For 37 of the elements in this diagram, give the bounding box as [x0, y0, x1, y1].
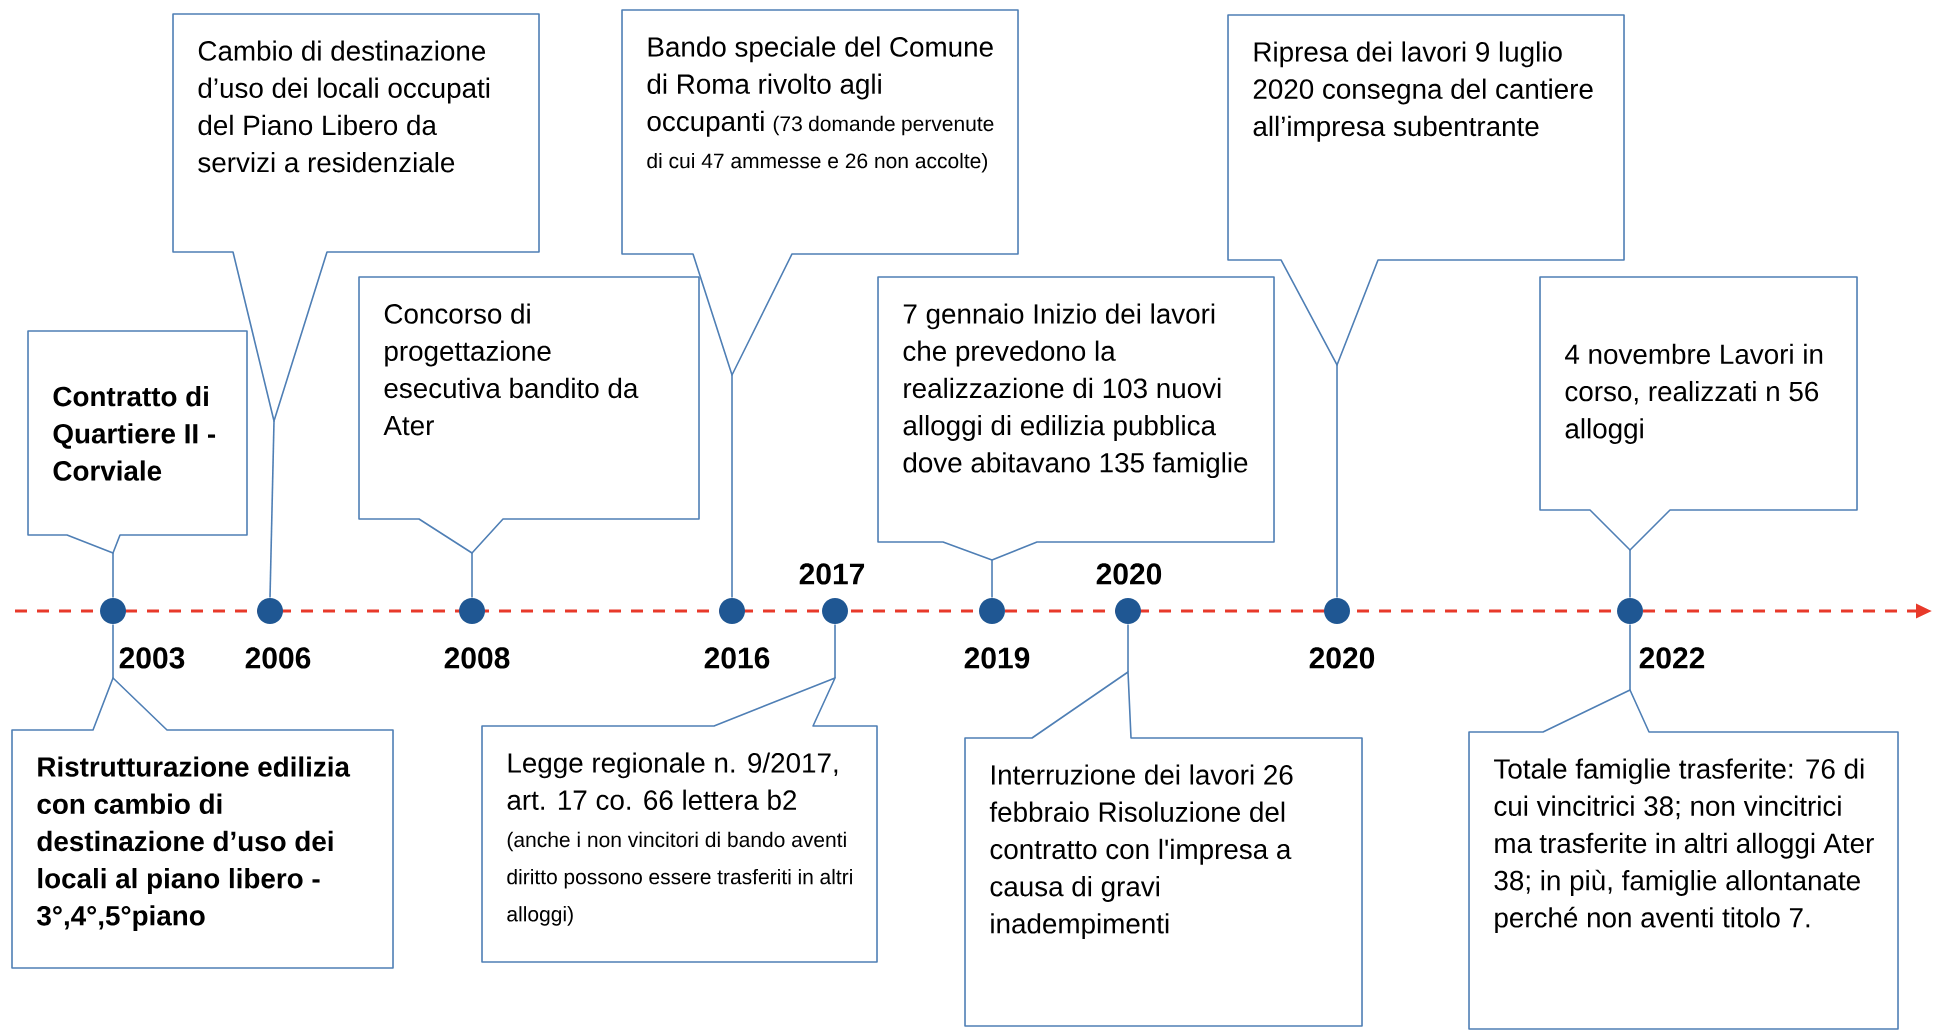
callout-box: Concorso di progettazione esecutiva bandito da Ater	[358, 276, 700, 554]
leader-line	[1629, 549, 1631, 599]
year-label: 2022	[1639, 647, 1705, 669]
callout-box: 4 novembre Lavori in corso, realizzati n 56 alloggi	[1539, 276, 1858, 551]
timeline-dot	[257, 598, 283, 624]
leader-line	[112, 623, 114, 679]
timeline-dot	[822, 598, 848, 624]
timeline-dot	[719, 598, 745, 624]
leader-line	[1629, 623, 1631, 691]
leader-line	[1127, 623, 1129, 673]
timeline-dot	[1617, 598, 1643, 624]
leader-line	[471, 552, 473, 599]
callout-box: 7 gennaio Inizio dei lavori che prevedono la realizzazione di 103 nuovi alloggi di edilizia pubblica dove abitavano 135 famiglie	[877, 276, 1275, 561]
timeline-dot	[979, 598, 1005, 624]
year-label: 2017	[799, 563, 865, 585]
year-label: 2020	[1096, 563, 1162, 585]
leader-line	[1336, 364, 1338, 599]
leader-line	[269, 420, 275, 599]
callout-box: Ristrutturazione edilizia con cambio di destinazione d’uso dei locali al piano libero - 3°,4°,5°piano	[11, 677, 394, 969]
leader-line	[991, 559, 993, 599]
leader-line	[731, 374, 733, 599]
leader-line	[112, 552, 114, 599]
year-label: 2016	[704, 647, 770, 669]
year-label: 2008	[444, 647, 510, 669]
timeline-dot	[1115, 598, 1141, 624]
year-label: 2019	[964, 647, 1030, 669]
timeline-dot	[1324, 598, 1350, 624]
leader-line	[834, 623, 836, 679]
year-label: 2006	[245, 647, 311, 669]
timeline-dot	[100, 598, 126, 624]
year-label: 2020	[1309, 647, 1375, 669]
timeline-dot	[459, 598, 485, 624]
callout-box: Totale famiglie trasferite: 76 di cui vincitrici 38; non vincitrici ma trasferite in altri alloggi Ater 38; in più, famiglie allontanate perché non aventi titolo 7.	[1468, 689, 1899, 1030]
year-label: 2003	[119, 647, 185, 669]
callout-box: Interruzione dei lavori 26 febbraio Risoluzione del contratto con l'impresa a causa di gravi inadempimenti	[964, 671, 1363, 1027]
callout-box: Legge regionale n. 9/2017, art. 17 co. 66 lettera b2 (anche i non vincitori di bando aventi diritto possono essere trasferiti in altri alloggi)	[481, 677, 878, 963]
callout-box: Contratto di Quartiere II - Corviale	[27, 330, 248, 554]
